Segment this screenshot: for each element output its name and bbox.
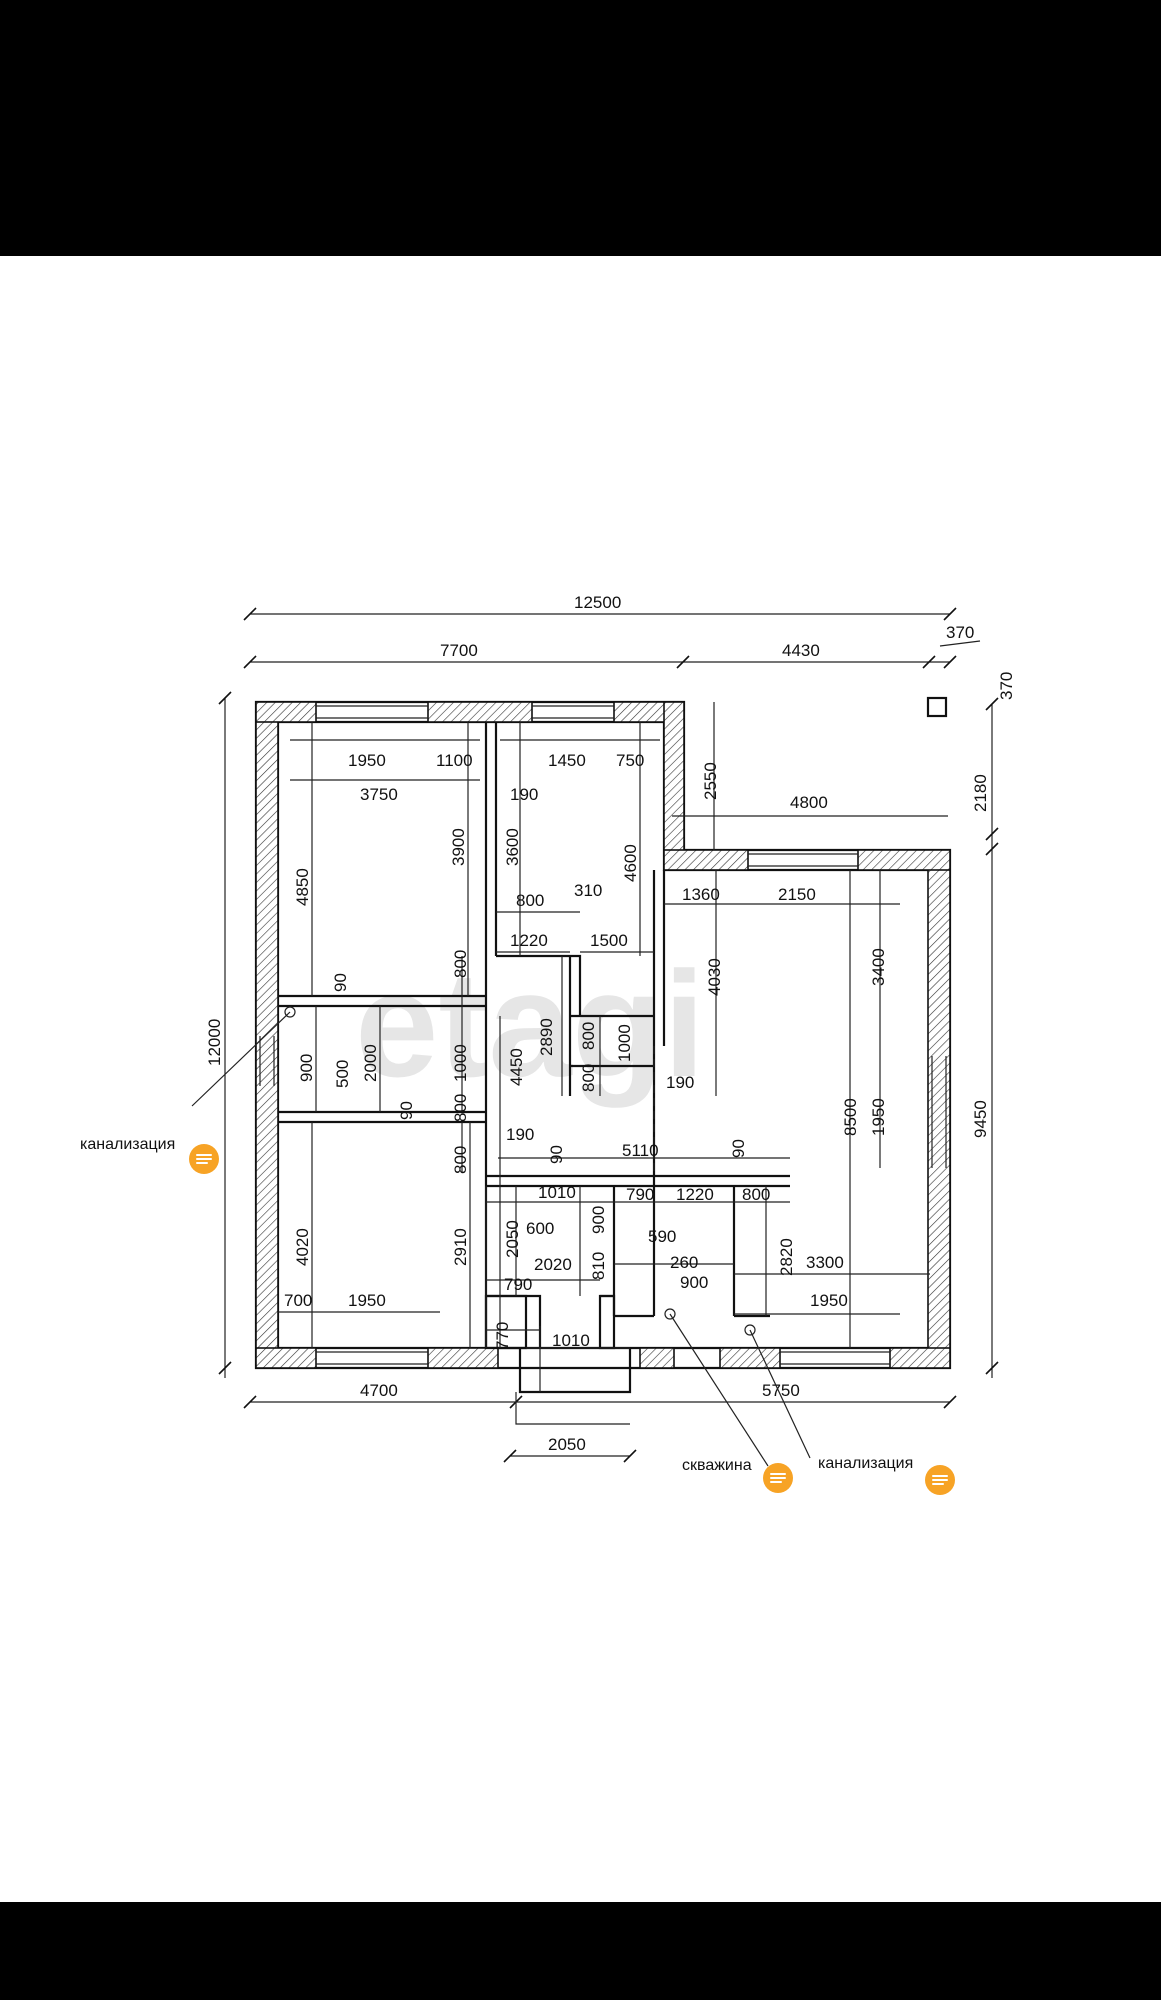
dim-12500: 12500 [574,593,621,612]
dim-810: 810 [589,1252,608,1280]
dim-4450: 4450 [507,1048,526,1086]
dim-1500: 1500 [590,931,628,950]
dim-4430: 4430 [782,641,820,660]
dim-1220-b: 1220 [676,1185,714,1204]
dim-8500: 8500 [841,1098,860,1136]
dim-7700: 7700 [440,641,478,660]
dim-5110: 5110 [622,1141,659,1160]
dim-370-right: 370 [997,672,1016,700]
dim-3900: 3900 [449,828,468,866]
dim-600: 600 [526,1219,554,1238]
dim-800-c: 800 [579,1022,598,1050]
dim-1950-d: 1950 [810,1291,848,1310]
bottom-black-bar [0,1902,1161,2000]
interior-walls [278,722,790,1425]
dim-370-top: 370 [946,623,974,642]
dim-750: 750 [616,751,644,770]
dim-800-b: 800 [451,950,470,978]
top-black-bar [0,0,1161,256]
dim-4700: 4700 [360,1381,398,1400]
floor-plan: etagi [80,593,1016,1495]
dim-800-d: 800 [579,1064,598,1092]
dim-2820: 2820 [777,1238,796,1276]
dim-1000-a: 1000 [615,1024,634,1062]
dim-700: 700 [284,1291,312,1310]
dim-310: 310 [574,881,602,900]
comment-icon[interactable] [763,1463,793,1493]
dim-9450: 9450 [971,1100,990,1138]
dim-1950-a: 1950 [348,751,386,770]
dim-900-b: 900 [589,1206,608,1234]
dim-4600: 4600 [621,844,640,882]
note-sewer-left-label: канализация [80,1136,175,1153]
note-sewer-right-label: канализация [818,1455,913,1472]
dim-900-a: 900 [297,1054,316,1082]
dim-1100: 1100 [436,751,473,770]
note-sewer-left: канализация [80,1136,175,1153]
dim-1360: 1360 [682,885,720,904]
dim-2020: 2020 [534,1255,572,1274]
dim-190-c: 190 [506,1125,534,1144]
dim-2000: 2000 [361,1044,380,1082]
dim-4030: 4030 [705,958,724,996]
dim-1010-b: 1010 [552,1331,590,1350]
dim-900-c: 900 [680,1273,708,1292]
dim-4020: 4020 [293,1228,312,1266]
dim-3300: 3300 [806,1253,844,1272]
dim-2150: 2150 [778,885,816,904]
dim-2910: 2910 [451,1228,470,1266]
comment-icon[interactable] [189,1144,219,1174]
dim-1010-a: 1010 [538,1183,576,1202]
dim-190-b: 190 [666,1073,694,1092]
dim-4850: 4850 [293,868,312,906]
note-well-label: скважина [682,1457,752,1474]
dim-800-a: 800 [516,891,544,910]
dim-1220-a: 1220 [510,931,548,950]
dim-260: 260 [670,1253,698,1272]
dim-90-d: 90 [729,1139,748,1158]
dim-1450: 1450 [548,751,586,770]
dim-800-g: 800 [742,1185,770,1204]
dim-190-a: 190 [510,785,538,804]
dim-90-b: 90 [397,1101,416,1120]
dim-800-e: 800 [451,1094,470,1122]
dim-3600: 3600 [503,828,522,866]
dim-2050-a: 2050 [503,1220,522,1258]
dim-2890: 2890 [537,1018,556,1056]
dim-800-f: 800 [451,1146,470,1174]
interior-dimension-lines [278,702,948,1392]
dim-790-a: 790 [626,1185,654,1204]
utility-markers [191,1006,811,1467]
dim-2050-b: 2050 [548,1435,586,1454]
dim-590: 590 [648,1227,676,1246]
dim-12000: 12000 [205,1019,224,1066]
dim-1950-b: 1950 [869,1098,888,1136]
watermark: etagi [355,940,705,1108]
dim-790-b: 790 [504,1275,532,1294]
dim-90-a: 90 [331,973,350,992]
top-dimension-lines [218,607,999,1463]
outer-walls [254,696,952,1370]
note-well: скважина [682,1457,752,1474]
dim-2180: 2180 [971,774,990,812]
plan-canvas [0,256,1161,1902]
dim-3750: 3750 [360,785,398,804]
dim-1000-b: 1000 [451,1044,470,1082]
dim-770: 770 [493,1322,512,1350]
note-sewer-right: канализация [818,1455,913,1472]
dim-500: 500 [333,1060,352,1088]
dim-1950-c: 1950 [348,1291,386,1310]
comment-icon[interactable] [925,1465,955,1495]
dim-3400: 3400 [869,948,888,986]
dimension-labels: 12500 7700 4430 370 370 1950 1100 1450 7… [205,593,1016,1454]
dim-5750: 5750 [762,1381,800,1400]
dim-4800: 4800 [790,793,828,812]
dim-90-c: 90 [547,1145,566,1164]
dim-2550: 2550 [701,762,720,800]
